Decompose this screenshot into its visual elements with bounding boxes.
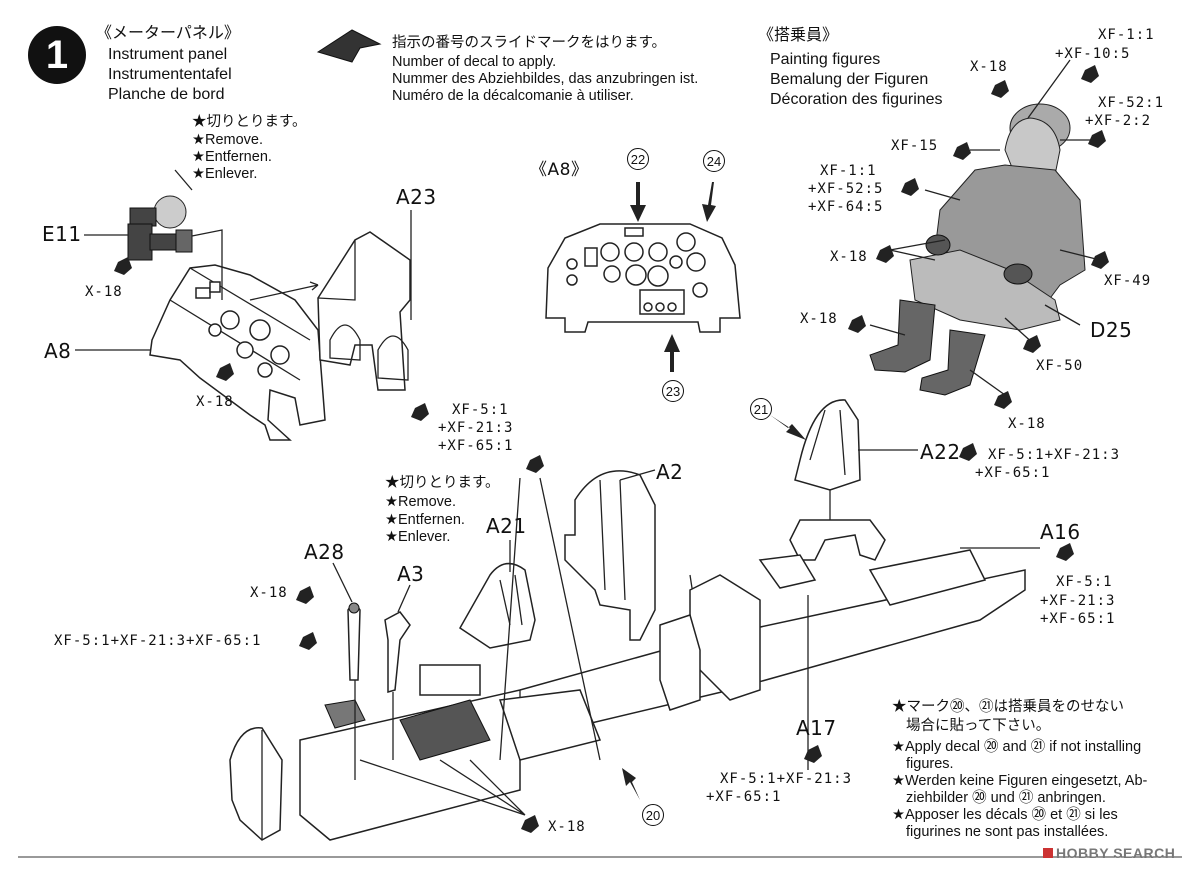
paint-code-xf50: XF-50: [1036, 358, 1084, 374]
paint-code-e11: X-18: [85, 284, 123, 300]
part-e11-drawing: [127, 195, 193, 261]
paint-code-a16-1: XF-5:1: [1056, 574, 1113, 590]
watermark-logo-icon: [1043, 848, 1053, 858]
remove-note-de: ★Entfernen.: [192, 149, 272, 165]
part-a28-drawing: [347, 602, 361, 681]
decal-number-24: 24: [703, 150, 725, 172]
paint-code-suit-1: XF-1:1: [820, 163, 877, 179]
figure-note-jp-2: 場合に貼って下さい。: [906, 718, 1051, 734]
figure-note-en-1: ★Apply decal ⑳ and ㉑ if not installing: [892, 739, 1142, 755]
paint-code-boots: X-18: [800, 311, 838, 327]
part-label-a16: A16: [1040, 520, 1081, 544]
part-a2-drawing: [564, 470, 656, 641]
remove-note-fr: ★Enlever.: [192, 166, 258, 182]
decal-arrow-icon: [316, 29, 382, 63]
step-title-jp: 《メーターパネル》: [96, 25, 240, 42]
part-label-a8: A8: [44, 339, 72, 363]
paint-code-a17-1: XF-5:1+XF-21:3: [720, 771, 853, 787]
paint-code-a22-2: +XF-65:1: [975, 465, 1051, 481]
paint-code-seat-3: +XF-65:1: [438, 438, 514, 454]
figure-note-fr-2: figurines ne sont pas installées.: [906, 824, 1109, 840]
decal-number-23: 23: [662, 380, 684, 402]
paint-code-floor-x18: X-18: [548, 819, 586, 835]
remove-note-2-en: ★Remove.: [385, 494, 457, 510]
figure-note-fr-1: ★Apposer les décals ⑳ et ㉑ si les: [892, 807, 1118, 823]
figure-note-en-2: figures.: [906, 756, 954, 772]
figure-note-de-2: ziehbilder ⑳ und ㉑ anbringen.: [906, 790, 1106, 806]
decal-note-de: Nummer des Abziehbildes, das anzubringen…: [392, 71, 699, 87]
remove-note-en: ★Remove.: [192, 132, 264, 148]
part-label-a23: A23: [396, 185, 437, 209]
control-column-drawing: [229, 727, 283, 841]
decal-note-jp: 指示の番号のスライドマークをはります。: [392, 35, 667, 51]
paint-code-a28-mix: XF-5:1+XF-21:3+XF-65:1: [54, 633, 262, 649]
part-a3-drawing: [384, 611, 411, 693]
part-label-a21: A21: [486, 514, 527, 538]
paint-code-a22-1: XF-5:1+XF-21:3: [988, 447, 1121, 463]
paint-code-gloves: X-18: [830, 249, 868, 265]
paint-code-a16-3: +XF-65:1: [1040, 611, 1116, 627]
figures-title-en: Painting figures: [770, 51, 881, 68]
step-title-fr: Planche de bord: [108, 86, 225, 103]
paint-code-helmet-2: +XF-10:5: [1055, 46, 1131, 62]
remove-note-2-jp: ★切りとります。: [385, 475, 500, 491]
remove-note-jp: ★切りとります。: [192, 114, 307, 130]
part-label-a3: A3: [397, 562, 425, 586]
paint-code-seat-2: +XF-21:3: [438, 420, 514, 436]
part-label-a22: A22: [920, 440, 961, 464]
paint-code-collar: XF-52:1: [1098, 95, 1165, 111]
part-label-a8-panel: 《A8》: [530, 160, 589, 180]
paint-code-goggles: XF-15: [891, 138, 939, 154]
figures-title-de: Bemalung der Figuren: [770, 71, 929, 88]
paint-code-head: X-18: [970, 59, 1008, 75]
remove-note-2-de: ★Entfernen.: [385, 512, 465, 528]
decal-note-en: Number of decal to apply.: [392, 54, 557, 70]
decal-number-21: 21: [750, 398, 772, 420]
a8-panel-detail-drawing: [545, 223, 741, 333]
decal-number-22: 22: [627, 148, 649, 170]
paint-code-a8: X-18: [196, 394, 234, 410]
figures-title-fr: Décoration des figurines: [770, 91, 943, 108]
step-title-de: Instrumententafel: [108, 66, 232, 83]
step-title-en: Instrument panel: [108, 46, 228, 63]
paint-code-xf49: XF-49: [1104, 273, 1152, 289]
figure-note-de-1: ★Werden keine Figuren eingesetzt, Ab-: [892, 773, 1148, 789]
part-a22-drawing: [758, 399, 886, 589]
figure-note-jp-1: ★マーク⑳、㉑は搭乗員をのせない: [892, 699, 1124, 715]
paint-code-a17-2: +XF-65:1: [706, 789, 782, 805]
part-label-a17: A17: [796, 716, 837, 740]
paint-code-a28-x18: X-18: [250, 585, 288, 601]
pilot-figure-drawing: [869, 103, 1086, 396]
paint-code-seat-1: XF-5:1: [452, 402, 509, 418]
paint-code-boots-2: X-18: [1008, 416, 1046, 432]
paint-code-collar-2: +XF-2:2: [1085, 113, 1152, 129]
paint-marker-icons: [114, 65, 1109, 833]
figures-title-jp: 《搭乗員》: [758, 27, 839, 44]
paint-code-suit-3: +XF-64:5: [808, 199, 884, 215]
paint-code-a16-2: +XF-21:3: [1040, 593, 1116, 609]
paint-code-suit-2: +XF-52:5: [808, 181, 884, 197]
instrument-panel-a8-drawing: [149, 264, 326, 441]
part-a23-drawing: [317, 231, 411, 391]
part-label-e11: E11: [42, 222, 82, 246]
watermark-text: HOBBY SEARCH: [1056, 845, 1176, 861]
decal-number-20: 20: [642, 804, 664, 826]
part-label-d25: D25: [1090, 318, 1133, 342]
part-a21-drawing: [459, 562, 536, 649]
decal-note-fr: Numéro de la décalcomanie à utiliser.: [392, 88, 634, 104]
cockpit-floor-drawing: [299, 549, 1026, 841]
step-number-badge: 1: [28, 26, 86, 84]
part-label-a28: A28: [304, 540, 345, 564]
paint-code-helmet: XF-1:1: [1098, 27, 1155, 43]
remove-note-2-fr: ★Enlever.: [385, 529, 451, 545]
part-label-a2: A2: [656, 460, 684, 484]
